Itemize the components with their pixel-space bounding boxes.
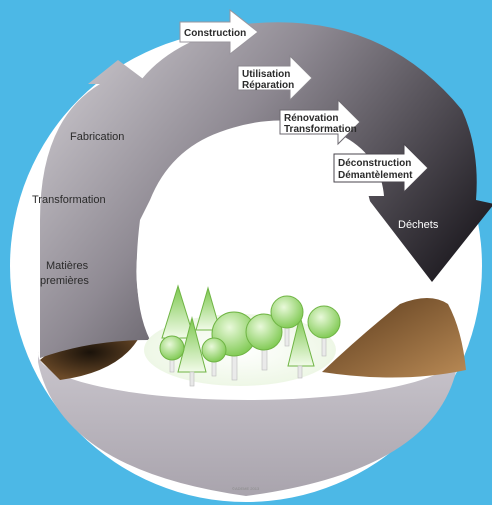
step-arrow [179, 8, 259, 56]
label-matieres: Matières [46, 260, 89, 272]
step-utilisation [237, 54, 313, 102]
step-arrow [237, 54, 313, 102]
tree-trunk [321, 335, 327, 357]
label-transformation: Transformation [32, 194, 106, 206]
waste-mound [322, 298, 466, 378]
round-tree [201, 337, 227, 363]
round-tree [159, 335, 185, 361]
label-transformation-step: Transformation [284, 124, 357, 135]
round-tree [270, 295, 304, 329]
inner-hub [136, 133, 374, 348]
label-renovation: Rénovation [284, 113, 338, 124]
label-construction: Construction [184, 28, 246, 39]
step-arrow [279, 98, 361, 146]
round-tree [245, 313, 283, 351]
step-arrow [333, 142, 429, 194]
label-fabrication: Fabrication [70, 131, 124, 143]
label-premieres: premières [40, 275, 89, 287]
label-reparation: Réparation [242, 80, 294, 91]
label-dechets: Déchets [398, 219, 439, 231]
conifer-tree [195, 286, 221, 331]
credit-text: ©ADEME 2013 [232, 486, 260, 491]
round-tree [307, 305, 341, 339]
tree-trunk [284, 325, 290, 347]
step-construction [179, 8, 259, 56]
label-utilisation: Utilisation [242, 69, 290, 80]
step-renovation [279, 98, 361, 146]
tree-trunk [189, 371, 195, 387]
life-cycle-arrow [40, 22, 492, 358]
step-deconstruction [333, 142, 429, 194]
label-demantelement: Démantèlement [338, 170, 413, 181]
tree-trunk [297, 365, 303, 379]
label-deconstruction: Déconstruction [338, 158, 411, 169]
forest [159, 284, 341, 387]
